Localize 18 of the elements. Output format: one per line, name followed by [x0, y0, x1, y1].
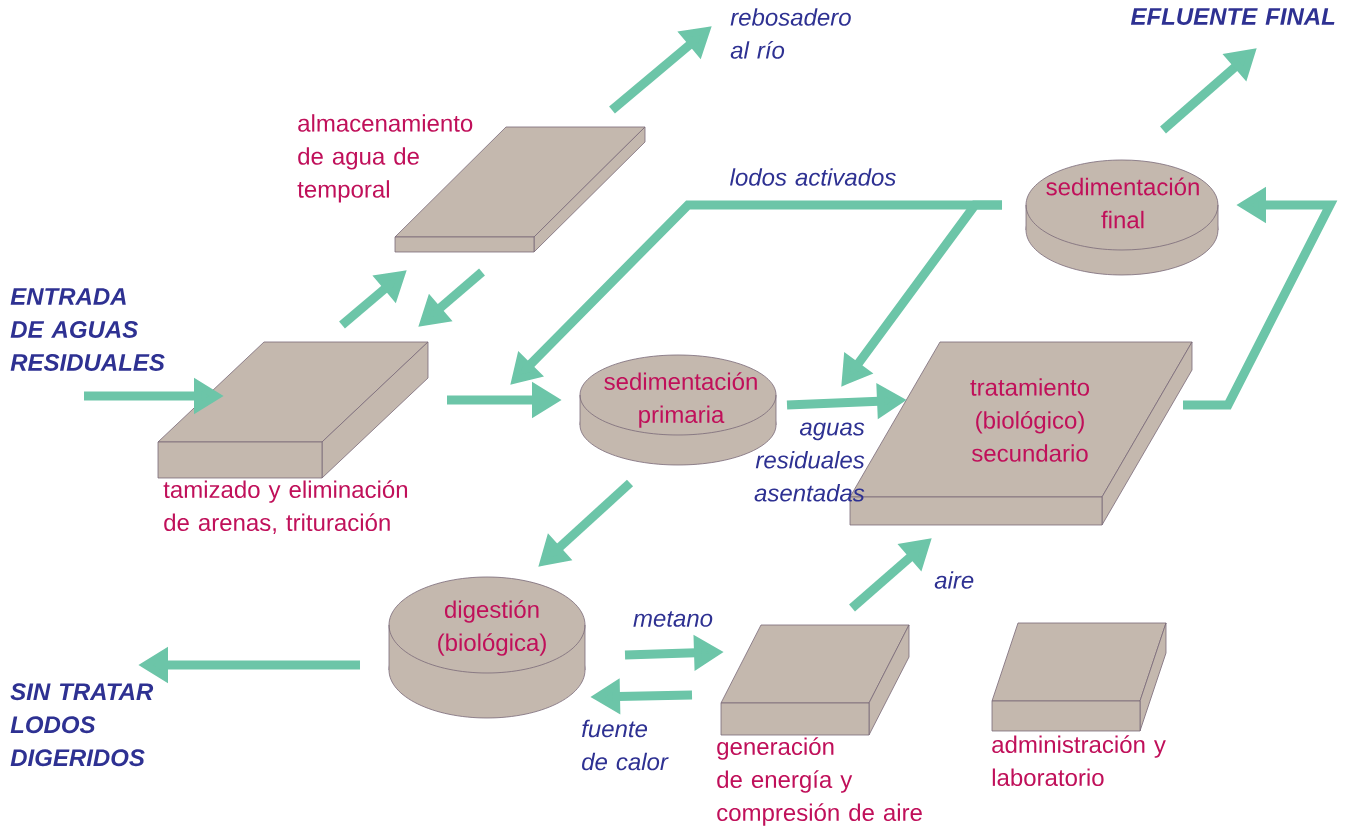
node-label: administración y laboratorio: [992, 735, 1166, 787]
edge-label: lodos activados: [730, 168, 896, 186]
edge-label: fuente de calor: [582, 719, 669, 771]
round-tank: digestión (biológica): [388, 576, 586, 719]
tank-box: generación de energía y compresión de aire: [717, 624, 922, 826]
round-tank: sedimentación final: [1025, 159, 1219, 276]
node-label: generación de energía y compresión de aire: [717, 737, 922, 826]
node-label: digestión: [444, 600, 539, 623]
label-text: EFLUENTE FINAL: [1130, 8, 1335, 25]
node-label: almacenamiento de agua de temporal: [297, 114, 473, 203]
tank-box: administración y laboratorio: [991, 622, 1167, 787]
tank-box: almacenamiento de agua de temporal: [297, 114, 646, 253]
label-text: SIN TRATAR LODOS DIGERIDOS: [10, 683, 154, 767]
edge-label: metano: [633, 611, 713, 627]
label-text: rebosadero al río: [730, 8, 851, 59]
node-label: tamizado y eliminación de arenas, trituración: [163, 480, 408, 534]
edge-label: aire: [934, 571, 974, 589]
label-text: ENTRADA DE AGUAS RESIDUALES: [10, 288, 165, 371]
